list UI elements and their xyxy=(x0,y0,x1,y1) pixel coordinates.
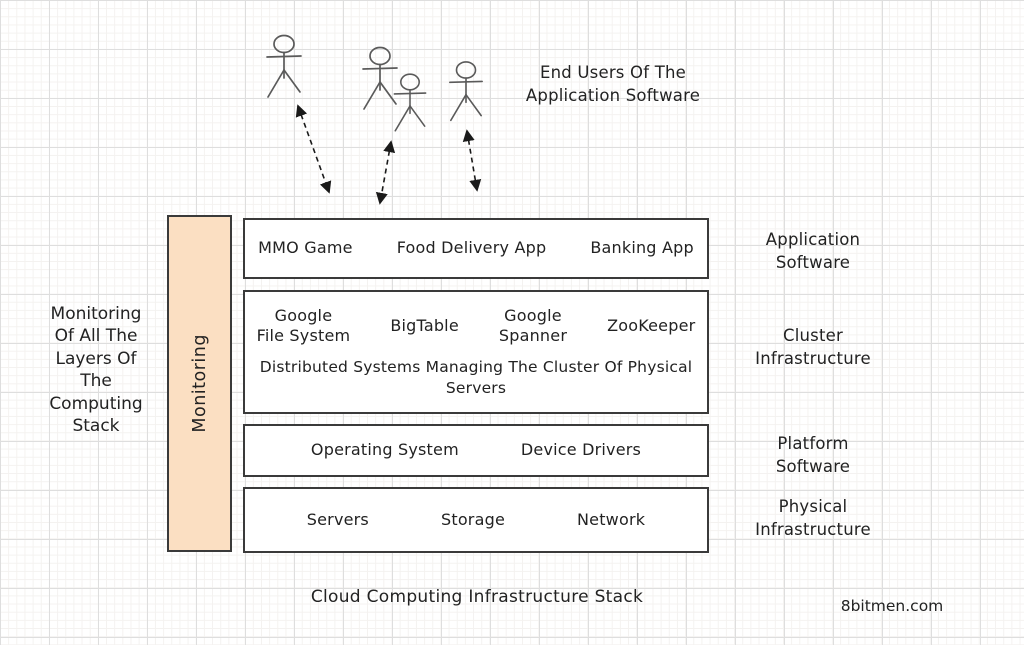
stack-item: Operating System xyxy=(310,440,459,460)
stack-item: BigTable xyxy=(390,315,459,335)
stack-item: Network xyxy=(577,509,646,529)
layer-box-physical-infrastructure: Servers Storage Network xyxy=(243,487,709,553)
layer-label-cluster-infrastructure: Cluster Infrastructure xyxy=(755,326,871,368)
stack-item: Google Spanner xyxy=(498,305,568,346)
diagram-title: Cloud Computing Infrastructure Stack xyxy=(310,587,644,607)
monitoring-note: Monitoring Of All The Layers Of The Comp… xyxy=(49,304,143,437)
layer-box-platform-software: Operating System Device Drivers xyxy=(243,424,709,477)
stick-figure-icon xyxy=(393,73,427,132)
layer-label-platform-software: Platform Software xyxy=(775,434,851,476)
layer-label-application-software: Application Software xyxy=(765,230,861,272)
monitoring-bar: Monitoring xyxy=(167,215,232,552)
watermark: 8bitmen.com xyxy=(840,597,944,615)
stick-figure-icon xyxy=(449,61,483,122)
stack-item: MMO Game xyxy=(258,238,353,258)
dashed-arrow xyxy=(462,129,482,192)
dashed-arrow xyxy=(295,104,332,194)
cluster-caption: Distributed Systems Managing The Cluster… xyxy=(259,357,693,397)
stack-item: ZooKeeper xyxy=(607,315,696,335)
stick-figure-icon xyxy=(362,46,398,110)
end-users-label: End Users Of The Application Software xyxy=(525,63,701,105)
layer-label-physical-infrastructure: Physical Infrastructure xyxy=(755,497,871,539)
stack-item: Banking App xyxy=(590,238,694,258)
stack-item: Servers xyxy=(306,509,369,529)
stick-figure-icon xyxy=(266,34,302,98)
monitoring-bar-label: Monitoring xyxy=(189,334,210,433)
stack-item: Device Drivers xyxy=(520,440,642,460)
dashed-arrow xyxy=(375,140,396,205)
layer-box-application-software: MMO Game Food Delivery App Banking App xyxy=(243,218,709,279)
stack-item: Storage xyxy=(440,509,505,529)
layer-box-cluster-infrastructure: Google File System BigTable Google Spann… xyxy=(243,290,709,414)
stack-item: Food Delivery App xyxy=(396,238,547,258)
stack-item: Google File System xyxy=(256,305,351,346)
